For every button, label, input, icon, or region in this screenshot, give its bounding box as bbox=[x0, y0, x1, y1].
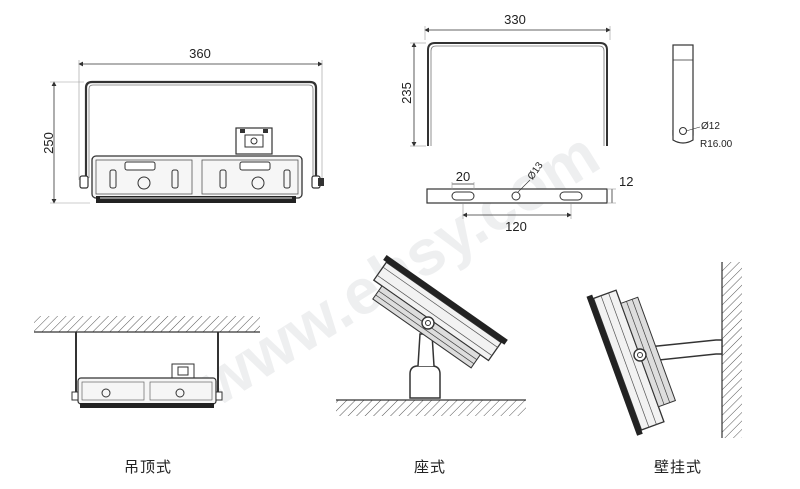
front-height-label: 250 bbox=[41, 132, 56, 154]
bar-slot-label: 20 bbox=[456, 169, 470, 184]
caption-wall-mount: 壁挂式 bbox=[654, 458, 702, 476]
side-radius-label: R16.00 bbox=[700, 139, 733, 150]
ceiling-mount-drawing bbox=[34, 316, 260, 408]
bracket-width-label: 330 bbox=[504, 12, 526, 27]
bar-thickness-label: 12 bbox=[619, 174, 633, 189]
bracket-view: 330 235 bbox=[399, 12, 611, 147]
bar-spacing-label: 120 bbox=[505, 219, 527, 234]
caption-ceiling-mount: 吊顶式 bbox=[124, 458, 172, 476]
front-width-label: 360 bbox=[189, 46, 211, 61]
side-hole-label: Ø12 bbox=[701, 121, 720, 132]
front-view: 360 250 bbox=[41, 46, 324, 204]
base-mount-drawing bbox=[336, 254, 526, 416]
bracket-height-label: 235 bbox=[399, 82, 414, 104]
side-view: Ø12 R16.00 bbox=[672, 44, 733, 150]
wall-mount-drawing bbox=[586, 262, 742, 438]
caption-base-mount: 座式 bbox=[414, 458, 446, 476]
